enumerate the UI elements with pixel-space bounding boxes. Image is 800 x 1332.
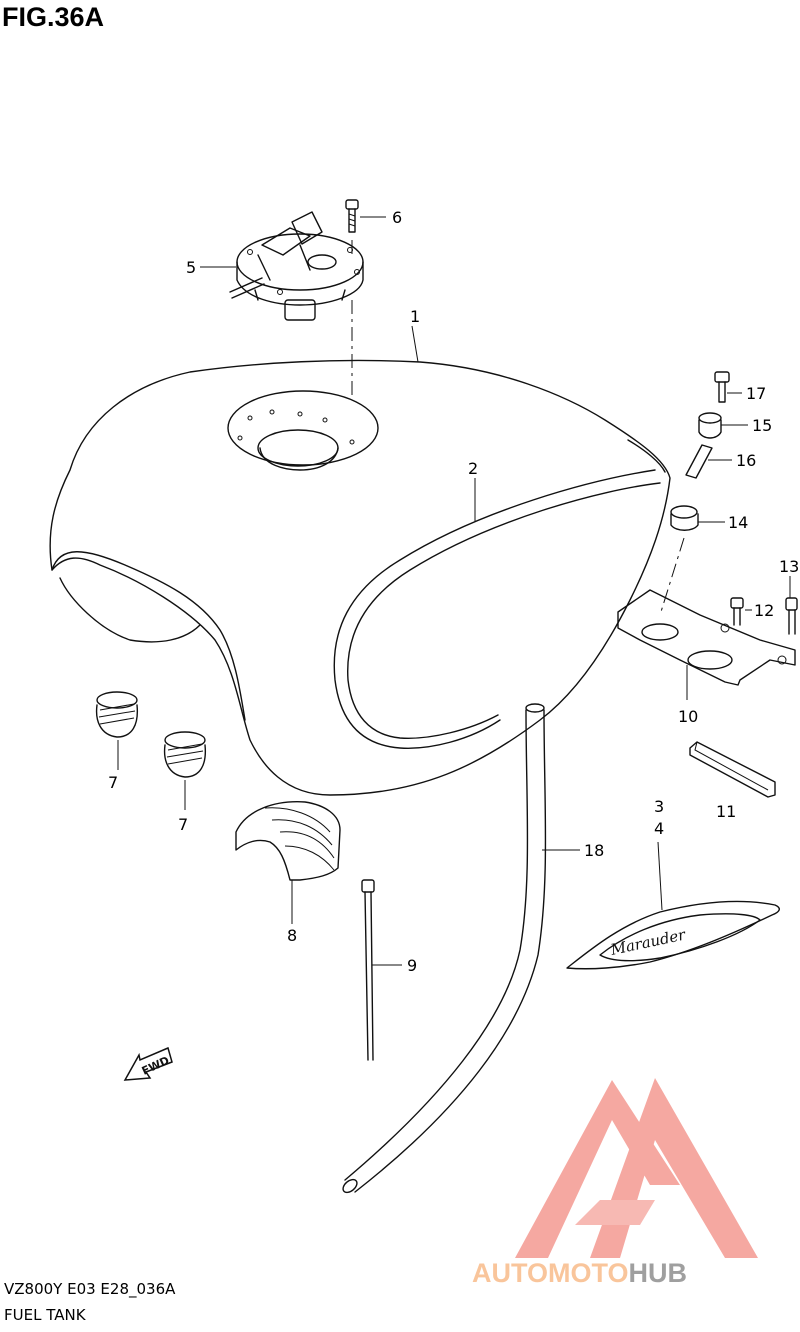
bracket-screw	[785, 597, 798, 635]
callout-15: 15	[752, 416, 772, 435]
callout-6: 6	[392, 208, 402, 227]
callout-numbers: 1 2 3 4 5 6 7 7 8 9 10 11 12 13 14 15 16…	[108, 208, 799, 975]
figure-name: FUEL TANK	[4, 1306, 86, 1324]
callout-7-left: 7	[108, 773, 118, 792]
callout-11: 11	[716, 802, 736, 821]
callout-14: 14	[728, 513, 748, 532]
callout-12: 12	[754, 601, 774, 620]
figure-code: VZ800Y E03 E28_036A	[4, 1280, 176, 1298]
callout-2: 2	[468, 459, 478, 478]
tank-emblem: Marauder	[566, 900, 780, 970]
leader-lines	[117, 216, 791, 966]
callout-10: 10	[678, 707, 698, 726]
cap-bolt	[345, 199, 359, 233]
bracket-bolt	[730, 597, 744, 626]
tank-cushion	[235, 801, 341, 881]
callout-1: 1	[410, 307, 420, 326]
callout-16: 16	[736, 451, 756, 470]
callout-5: 5	[186, 258, 196, 277]
fuel-hose	[342, 703, 547, 1194]
fuel-cap-assembly	[229, 211, 364, 321]
fuel-tank-body	[49, 359, 671, 796]
figure-title: FIG.36A	[2, 2, 105, 32]
callout-13: 13	[779, 557, 799, 576]
forward-arrow-icon: FWD	[123, 1046, 173, 1081]
callout-3: 3	[654, 797, 664, 816]
rear-cushion	[670, 505, 699, 531]
automotohub-logo: AUTOMOTOHUB	[472, 1078, 758, 1288]
rubber-strip	[689, 741, 776, 798]
callout-18: 18	[584, 841, 604, 860]
alignment-line-rear	[659, 537, 685, 616]
logo-wordmark: AUTOMOTOHUB	[472, 1258, 687, 1288]
callout-9: 9	[407, 956, 417, 975]
rubber-cap-left	[95, 691, 139, 738]
tank-bracket	[617, 589, 796, 686]
clamp-strap	[361, 879, 375, 1061]
callout-4: 4	[654, 819, 664, 838]
rubber-cap-right	[163, 731, 207, 778]
mounting-bolt	[714, 371, 730, 403]
callout-17: 17	[746, 384, 766, 403]
side-stripe	[333, 439, 666, 749]
spacer-collar	[685, 444, 713, 479]
callout-7-right: 7	[178, 815, 188, 834]
washer	[698, 412, 722, 439]
callout-8: 8	[287, 926, 297, 945]
